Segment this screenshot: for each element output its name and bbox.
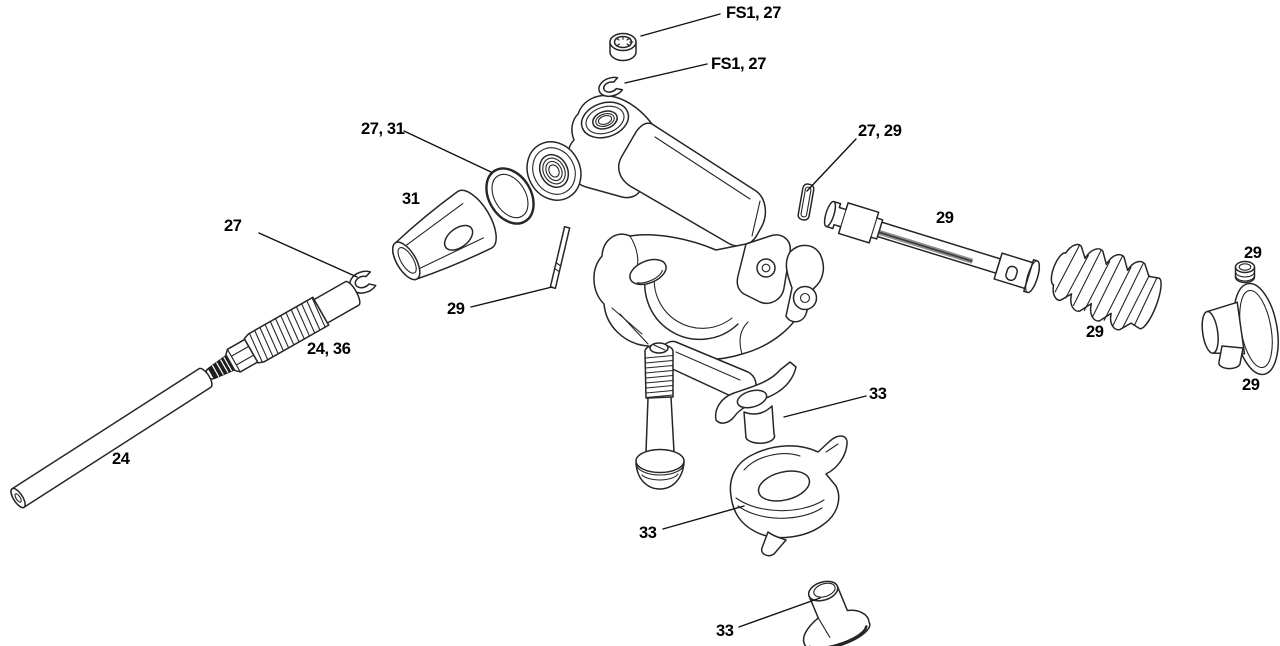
- threaded-barrel-part: [205, 280, 361, 380]
- adjuster-wheel-part: [1201, 282, 1279, 376]
- callout-threaded-barrel: 24, 36: [307, 340, 351, 358]
- leader-insert-upper: [783, 395, 867, 418]
- leader-roll-pin: [470, 286, 553, 308]
- callout-sleeve-tube: 24: [112, 450, 131, 468]
- barrel-adjuster-knob-part: [391, 189, 497, 281]
- set-screw-part: [1234, 260, 1256, 284]
- plunger-rod-part: [823, 200, 1041, 294]
- callout-adjuster-knob: 31: [402, 190, 420, 208]
- top-port: [580, 101, 630, 139]
- callout-roll-pin: 29: [447, 300, 465, 318]
- lever-insert-upper-part: [714, 361, 797, 445]
- callout-adjuster-wheel: 29: [1242, 376, 1260, 394]
- callout-set-screw: 29: [1244, 244, 1262, 262]
- callout-retaining-clip: 27, 29: [858, 122, 902, 140]
- bellows-boot-part: [1050, 243, 1162, 331]
- callout-o-ring: 27, 31: [361, 120, 405, 138]
- leader-washer: [258, 232, 358, 278]
- leader-retaining-clip: [806, 138, 857, 192]
- callout-snap-washer: FS1, 27: [711, 55, 766, 73]
- callout-insert-upper: 33: [869, 385, 887, 403]
- leader-o-ring: [403, 130, 492, 173]
- callout-bellows: 29: [1086, 323, 1104, 341]
- leader-insert-lower: [662, 505, 745, 530]
- clamp-bolt-part: [635, 342, 685, 490]
- callout-labels: FS1, 27 FS1, 27 27, 31 31 27 29 24, 36 2…: [112, 4, 1262, 640]
- retaining-clip-part: [797, 183, 815, 221]
- leader-lines: [258, 13, 867, 628]
- callout-washer: 27: [224, 217, 242, 235]
- cap-nut-part: [609, 32, 637, 62]
- lever-body-part: [526, 94, 825, 400]
- leader-push-knob: [738, 597, 821, 628]
- sleeve-tube-part: [10, 367, 213, 509]
- callout-push-knob: 33: [716, 622, 734, 640]
- lever-insert-lower-part: [729, 435, 848, 557]
- callout-insert-lower: 33: [639, 524, 657, 542]
- push-knob-part: [802, 580, 871, 646]
- roll-pin-part: [549, 225, 571, 290]
- o-ring-part: [485, 167, 535, 225]
- leader-cap-nut: [640, 13, 721, 37]
- callout-plunger-rod: 29: [936, 209, 954, 227]
- callout-cap-nut: FS1, 27: [726, 4, 781, 22]
- left-port: [526, 141, 582, 201]
- snap-washer-part: [598, 76, 624, 98]
- leader-snap-washer: [624, 63, 708, 84]
